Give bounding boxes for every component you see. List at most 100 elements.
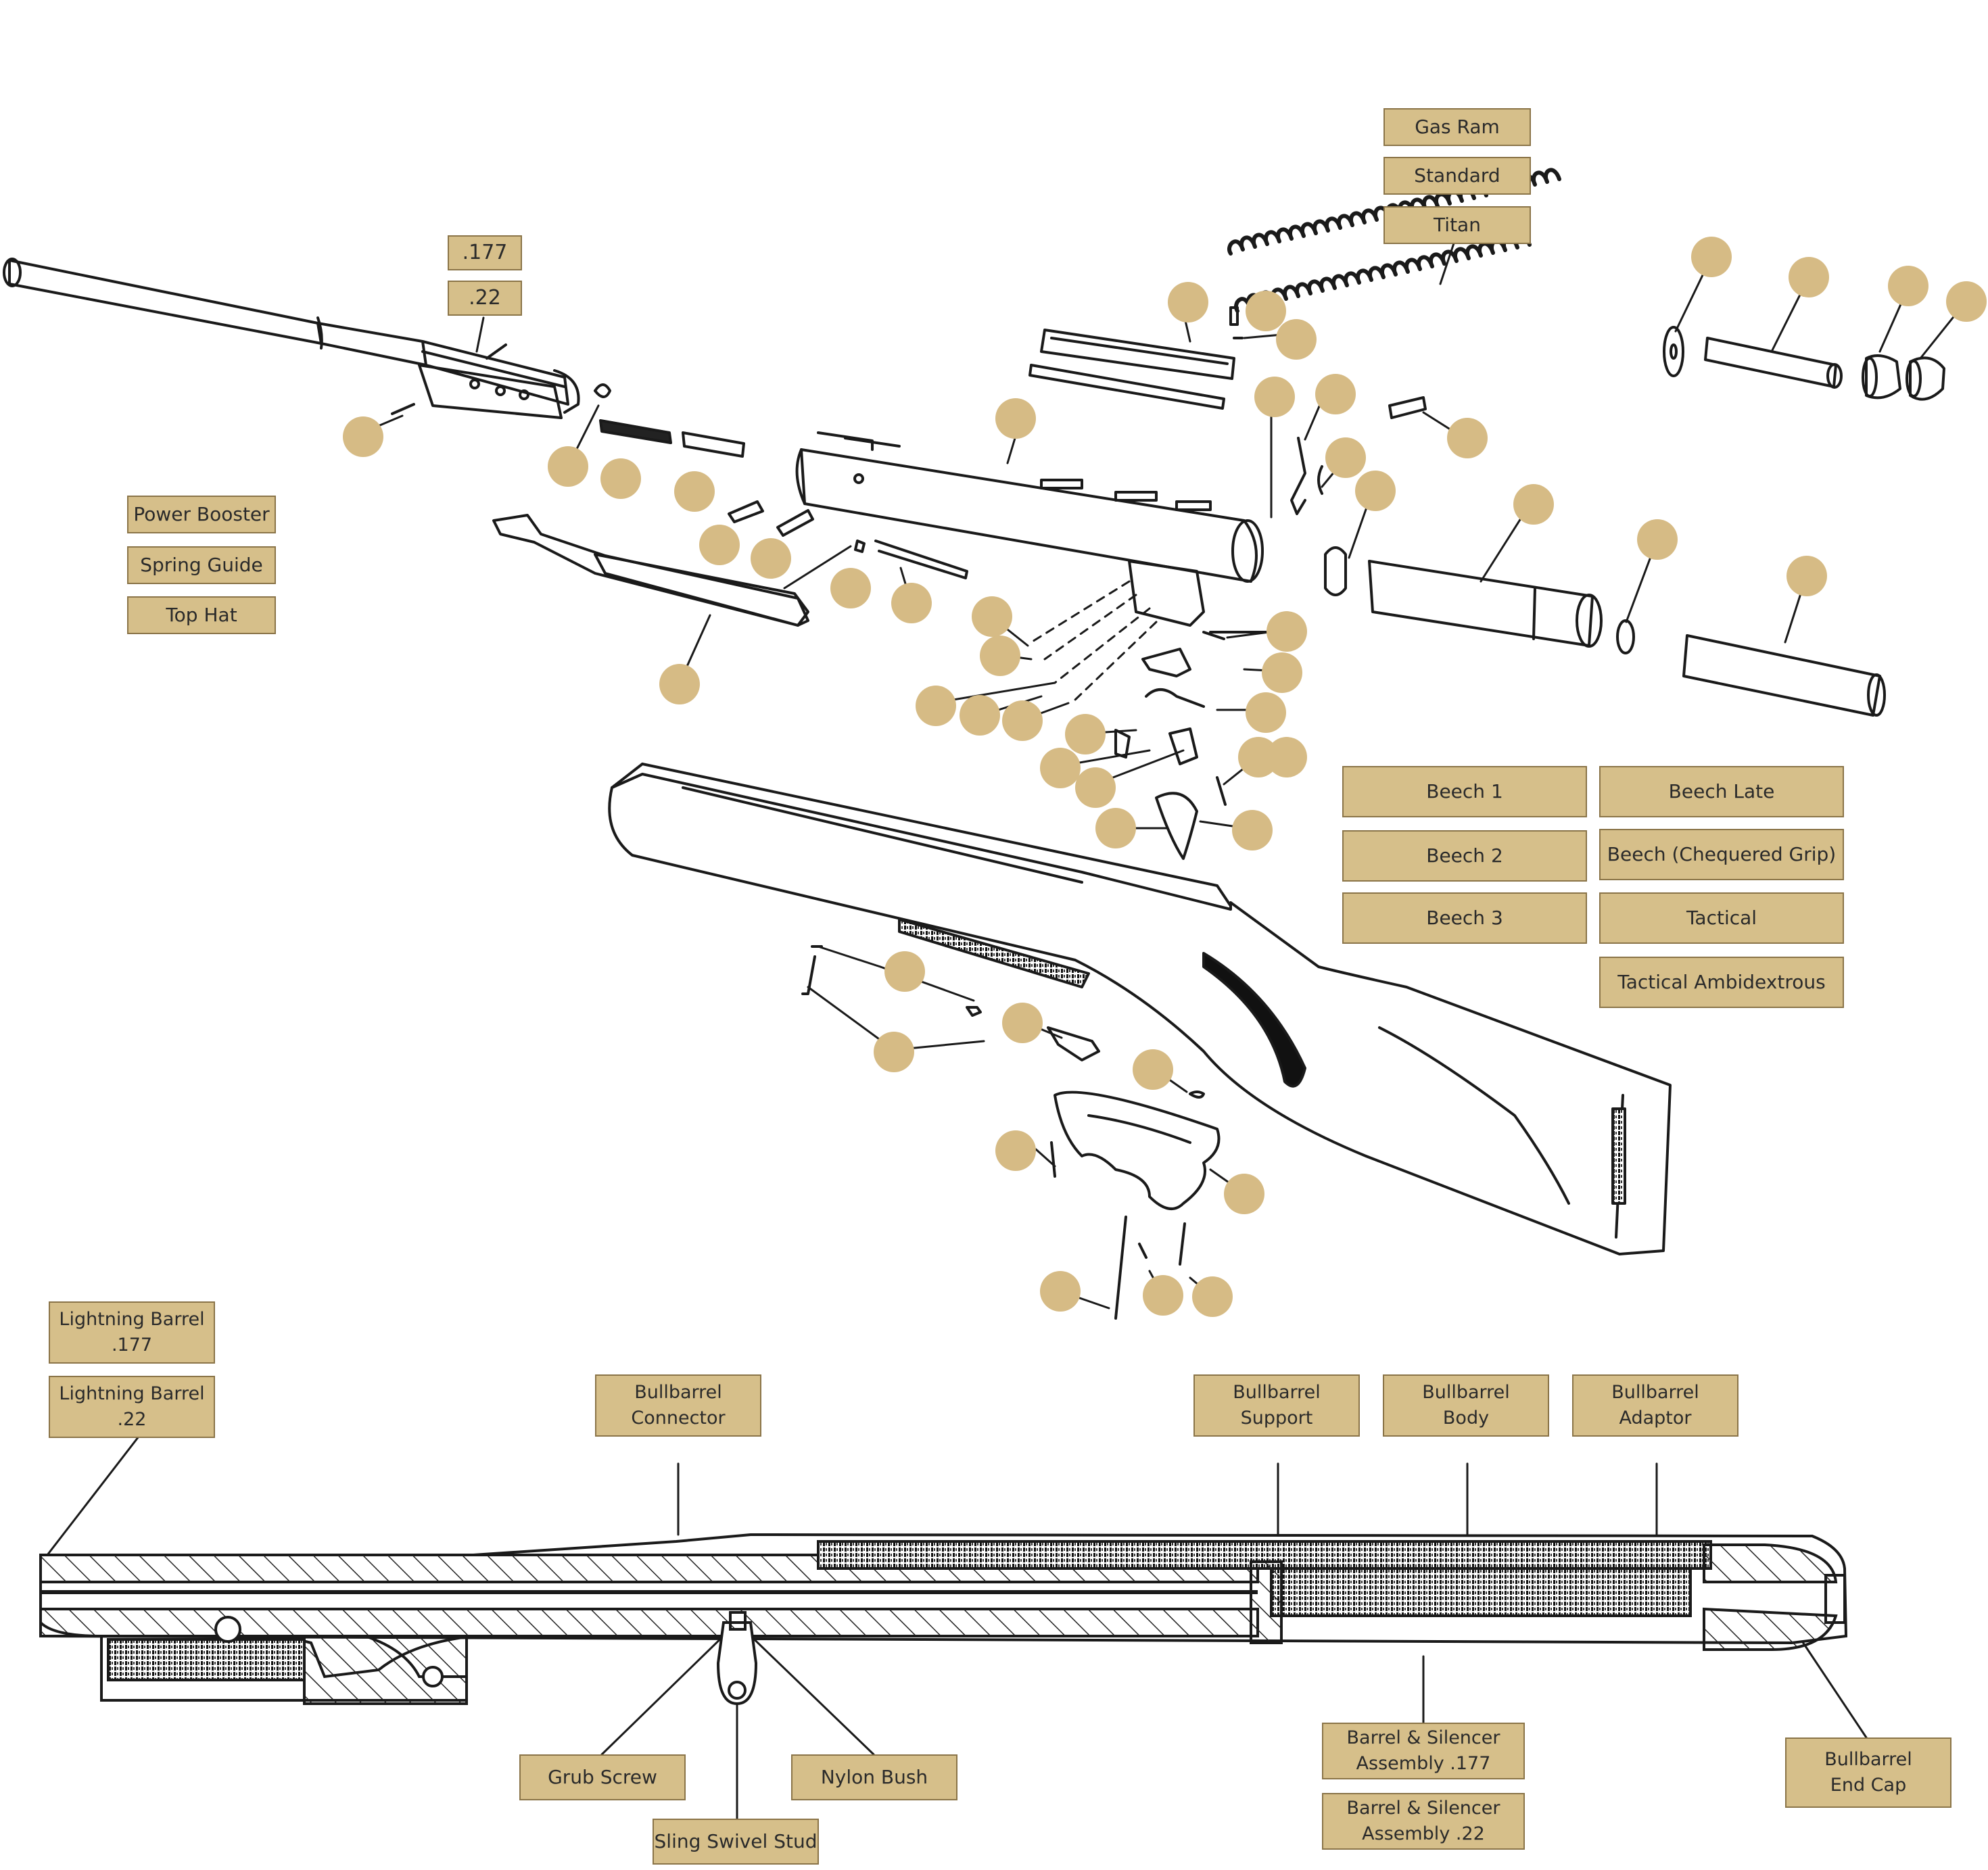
label-standard[interactable]: Standard: [1383, 157, 1531, 195]
part-hotspot-icon[interactable]: [1002, 700, 1043, 741]
label-bullbarrel-connector[interactable]: Bullbarrel Connector: [595, 1374, 761, 1437]
part-hotspot-icon[interactable]: [874, 1032, 914, 1072]
part-hotspot-icon[interactable]: [1232, 810, 1273, 850]
part-hotspot-icon[interactable]: [1254, 377, 1295, 417]
label-line-1: Barrel & Silencer: [1346, 1727, 1500, 1748]
part-hotspot-icon[interactable]: [1355, 471, 1396, 511]
part-hotspot-icon[interactable]: [1325, 437, 1366, 478]
part-hotspot-icon[interactable]: [1691, 237, 1732, 277]
part-hotspot-icon[interactable]: [980, 636, 1020, 676]
part-hotspot-icon[interactable]: [1040, 1271, 1081, 1312]
part-hotspot-icon[interactable]: [1946, 281, 1987, 322]
guard-screw-2: [1114, 1216, 1127, 1320]
part-hotspot-icon[interactable]: [548, 446, 588, 487]
part-hotspot-icon[interactable]: [891, 583, 932, 623]
part-hotspot-icon[interactable]: [659, 664, 700, 704]
end-plug: [1324, 546, 1347, 596]
label-top-hat[interactable]: Top Hat: [127, 596, 276, 634]
part-hotspot-icon[interactable]: [960, 695, 1000, 736]
rail-screw: [1229, 306, 1239, 326]
part-hotspot-icon[interactable]: [1789, 257, 1829, 297]
barrel-pin: [391, 403, 415, 415]
part-hotspot-icon[interactable]: [1246, 291, 1286, 331]
piston-seal: [1616, 619, 1635, 654]
label-barrel-silencer-assembly-177[interactable]: Barrel & Silencer Assembly .177: [1322, 1723, 1525, 1779]
trigger-blade-upper: [1114, 729, 1131, 759]
part-hotspot-icon[interactable]: [830, 568, 871, 608]
label-power-booster[interactable]: Power Booster: [127, 496, 276, 533]
label-line-1: Bullbarrel: [1422, 1382, 1510, 1403]
part-hotspot-icon[interactable]: [1143, 1275, 1183, 1316]
part-hotspot-icon[interactable]: [1637, 519, 1678, 560]
part-hotspot-icon[interactable]: [1133, 1049, 1173, 1090]
part-hotspot-icon[interactable]: [751, 538, 791, 579]
label-beech-late[interactable]: Beech Late: [1599, 766, 1844, 817]
label-line-1: Barrel & Silencer: [1346, 1798, 1500, 1819]
trigger: [1155, 792, 1198, 860]
label-spring-guide[interactable]: Spring Guide: [127, 546, 276, 584]
part-hotspot-icon[interactable]: [1447, 418, 1488, 458]
piston: [1368, 560, 1594, 647]
part-hotspot-icon[interactable]: [916, 686, 956, 726]
label-tactical-ambidextrous[interactable]: Tactical Ambidextrous: [1599, 957, 1844, 1008]
cocking-shoe: [594, 553, 809, 627]
label-titan[interactable]: Titan: [1383, 206, 1531, 244]
part-hotspot-icon[interactable]: [343, 416, 383, 457]
spring-guide-rod: [1704, 337, 1837, 388]
trigger-housing: [1128, 560, 1205, 627]
label-bullbarrel-adaptor[interactable]: Bullbarrel Adaptor: [1572, 1374, 1738, 1437]
part-hotspot-icon[interactable]: [1786, 556, 1827, 596]
label-beech-1[interactable]: Beech 1: [1342, 766, 1587, 817]
label-beech-3[interactable]: Beech 3: [1342, 892, 1587, 944]
label-beech-2[interactable]: Beech 2: [1342, 830, 1587, 882]
part-hotspot-icon[interactable]: [1075, 767, 1116, 808]
label-beech-chequered-grip[interactable]: Beech (Chequered Grip): [1599, 829, 1844, 880]
label-lightning-barrel-177[interactable]: Lightning Barrel .177: [49, 1301, 215, 1364]
label-sling-swivel-stud[interactable]: Sling Swivel Stud: [653, 1819, 819, 1865]
top-hat: [1682, 634, 1881, 717]
label-bullbarrel-support[interactable]: Bullbarrel Support: [1193, 1374, 1360, 1437]
part-hotspot-icon[interactable]: [1267, 737, 1307, 777]
label-barrel-silencer-assembly-22[interactable]: Barrel & Silencer Assembly .22: [1322, 1793, 1525, 1850]
part-hotspot-icon[interactable]: [1224, 1174, 1264, 1214]
part-hotspot-icon[interactable]: [995, 1130, 1036, 1171]
part-hotspot-icon[interactable]: [884, 951, 925, 992]
part-hotspot-icon[interactable]: [1315, 374, 1356, 414]
trigger-guard-inner: [1087, 1114, 1191, 1144]
part-hotspot-icon[interactable]: [600, 458, 641, 499]
part-hotspot-icon[interactable]: [972, 596, 1012, 637]
cylinder-pin: [1388, 396, 1427, 419]
label-tactical[interactable]: Tactical: [1599, 892, 1844, 944]
label-line-2: .177: [111, 1335, 153, 1356]
part-hotspot-icon[interactable]: [1095, 808, 1136, 848]
link-pin: [874, 540, 968, 579]
label-gas-ram[interactable]: Gas Ram: [1383, 108, 1531, 146]
end-cap-1-face: [1862, 357, 1878, 398]
part-hotspot-icon[interactable]: [1267, 611, 1307, 652]
label-grub-screw[interactable]: Grub Screw: [519, 1754, 686, 1800]
part-hotspot-icon[interactable]: [1065, 714, 1106, 754]
cocking-link: [492, 514, 809, 627]
part-hotspot-icon[interactable]: [1168, 282, 1208, 322]
label-lightning-barrel-22[interactable]: Lightning Barrel .22: [49, 1376, 215, 1438]
part-hotspot-icon[interactable]: [1262, 652, 1302, 693]
part-hotspot-icon[interactable]: [699, 525, 740, 565]
breech-seal: [594, 383, 611, 398]
part-hotspot-icon[interactable]: [1276, 319, 1317, 360]
part-hotspot-icon[interactable]: [1888, 266, 1928, 306]
part-hotspot-icon[interactable]: [1040, 748, 1081, 788]
label-bullbarrel-body[interactable]: Bullbarrel Body: [1383, 1374, 1549, 1437]
label-calibre-177[interactable]: .177: [448, 235, 522, 270]
part-hotspot-icon[interactable]: [995, 398, 1036, 439]
part-hotspot-icon[interactable]: [1246, 692, 1286, 733]
label-line-2: .22: [117, 1409, 147, 1430]
part-hotspot-icon[interactable]: [1002, 1003, 1043, 1043]
label-bullbarrel-end-cap[interactable]: Bullbarrel End Cap: [1785, 1737, 1951, 1808]
label-line-2: Assembly .22: [1362, 1823, 1485, 1844]
part-hotspot-icon[interactable]: [1192, 1276, 1233, 1317]
label-calibre-22[interactable]: .22: [448, 281, 522, 316]
scope-rail-inner: [1050, 337, 1229, 365]
part-hotspot-icon[interactable]: [674, 471, 715, 512]
part-hotspot-icon[interactable]: [1513, 484, 1554, 525]
label-nylon-bush[interactable]: Nylon Bush: [791, 1754, 957, 1800]
